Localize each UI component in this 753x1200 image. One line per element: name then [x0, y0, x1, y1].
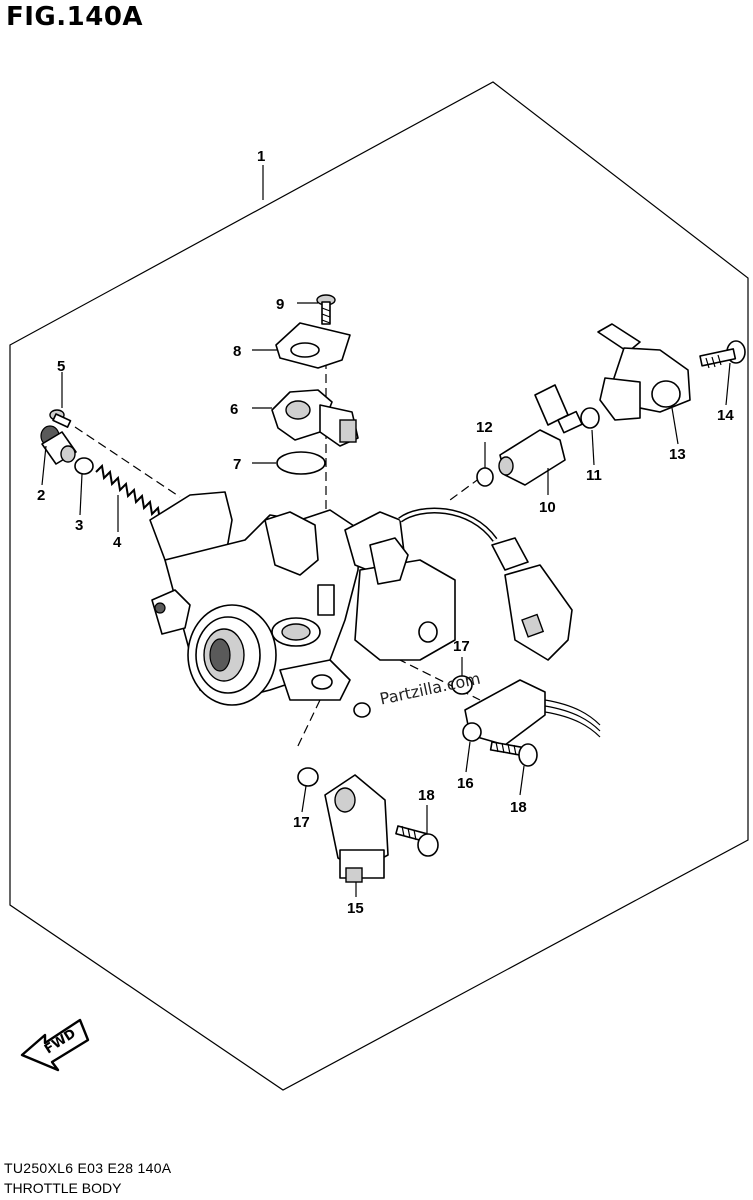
part-13-fuel-pipe [597, 323, 691, 421]
callout-3: 3 [75, 517, 83, 534]
assembly-boundary [9, 81, 749, 1091]
callout-18-right: 18 [510, 799, 527, 816]
callout-1: 1 [257, 148, 265, 165]
callout-8: 8 [233, 343, 241, 360]
callout-11: 11 [586, 467, 602, 484]
part-2-idle-screw [40, 425, 77, 465]
callout-16: 16 [457, 775, 474, 792]
part-16-sensor [462, 679, 601, 746]
part-18-bolt-left [395, 825, 439, 857]
part-18-bolt-right [489, 741, 538, 767]
callout-12: 12 [476, 419, 493, 436]
callout-leaders [41, 302, 731, 897]
part-15-sensor [324, 774, 389, 883]
part-10-injector [498, 384, 583, 486]
part-12-o-ring [476, 467, 494, 487]
diagram-code: TU250XL6 E03 E28 140A [4, 1160, 172, 1176]
callout-13: 13 [669, 446, 686, 463]
part-4-spring [95, 463, 169, 527]
callout-17-right: 17 [453, 638, 470, 655]
part-9-screw [316, 294, 336, 325]
harness-connector [491, 537, 573, 661]
throttle-body-main [149, 491, 498, 718]
alignment-line-injector [449, 477, 481, 501]
callout-6: 6 [230, 401, 238, 418]
fwd-arrow: FWD [20, 1018, 90, 1072]
callout-17-left: 17 [293, 814, 310, 831]
part-5-screw [49, 409, 72, 428]
callout-18-left: 18 [418, 787, 435, 804]
callout-2: 2 [37, 487, 45, 504]
part-11-o-ring [580, 407, 600, 429]
alignment-line-screw-2 [74, 426, 181, 498]
figure-title: FIG.140A [6, 2, 144, 32]
alignment-line-sensor-15 [295, 699, 321, 751]
callout-numbers: 1 2 3 4 5 6 7 8 9 10 11 12 13 14 15 16 1… [37, 148, 734, 917]
part-6-sensor [271, 389, 359, 447]
part-3-o-ring [74, 457, 94, 475]
callout-10: 10 [539, 499, 556, 516]
callout-7: 7 [233, 456, 241, 473]
diagram-name: THROTTLE BODY [4, 1180, 122, 1196]
part-7-o-ring [276, 451, 326, 475]
callout-4: 4 [113, 534, 122, 551]
callout-9: 9 [276, 296, 284, 313]
callout-14: 14 [717, 407, 734, 424]
part-14-bolt [699, 340, 746, 369]
part-17-o-ring-left [297, 767, 319, 787]
callout-15: 15 [347, 900, 364, 917]
callout-5: 5 [57, 358, 65, 375]
